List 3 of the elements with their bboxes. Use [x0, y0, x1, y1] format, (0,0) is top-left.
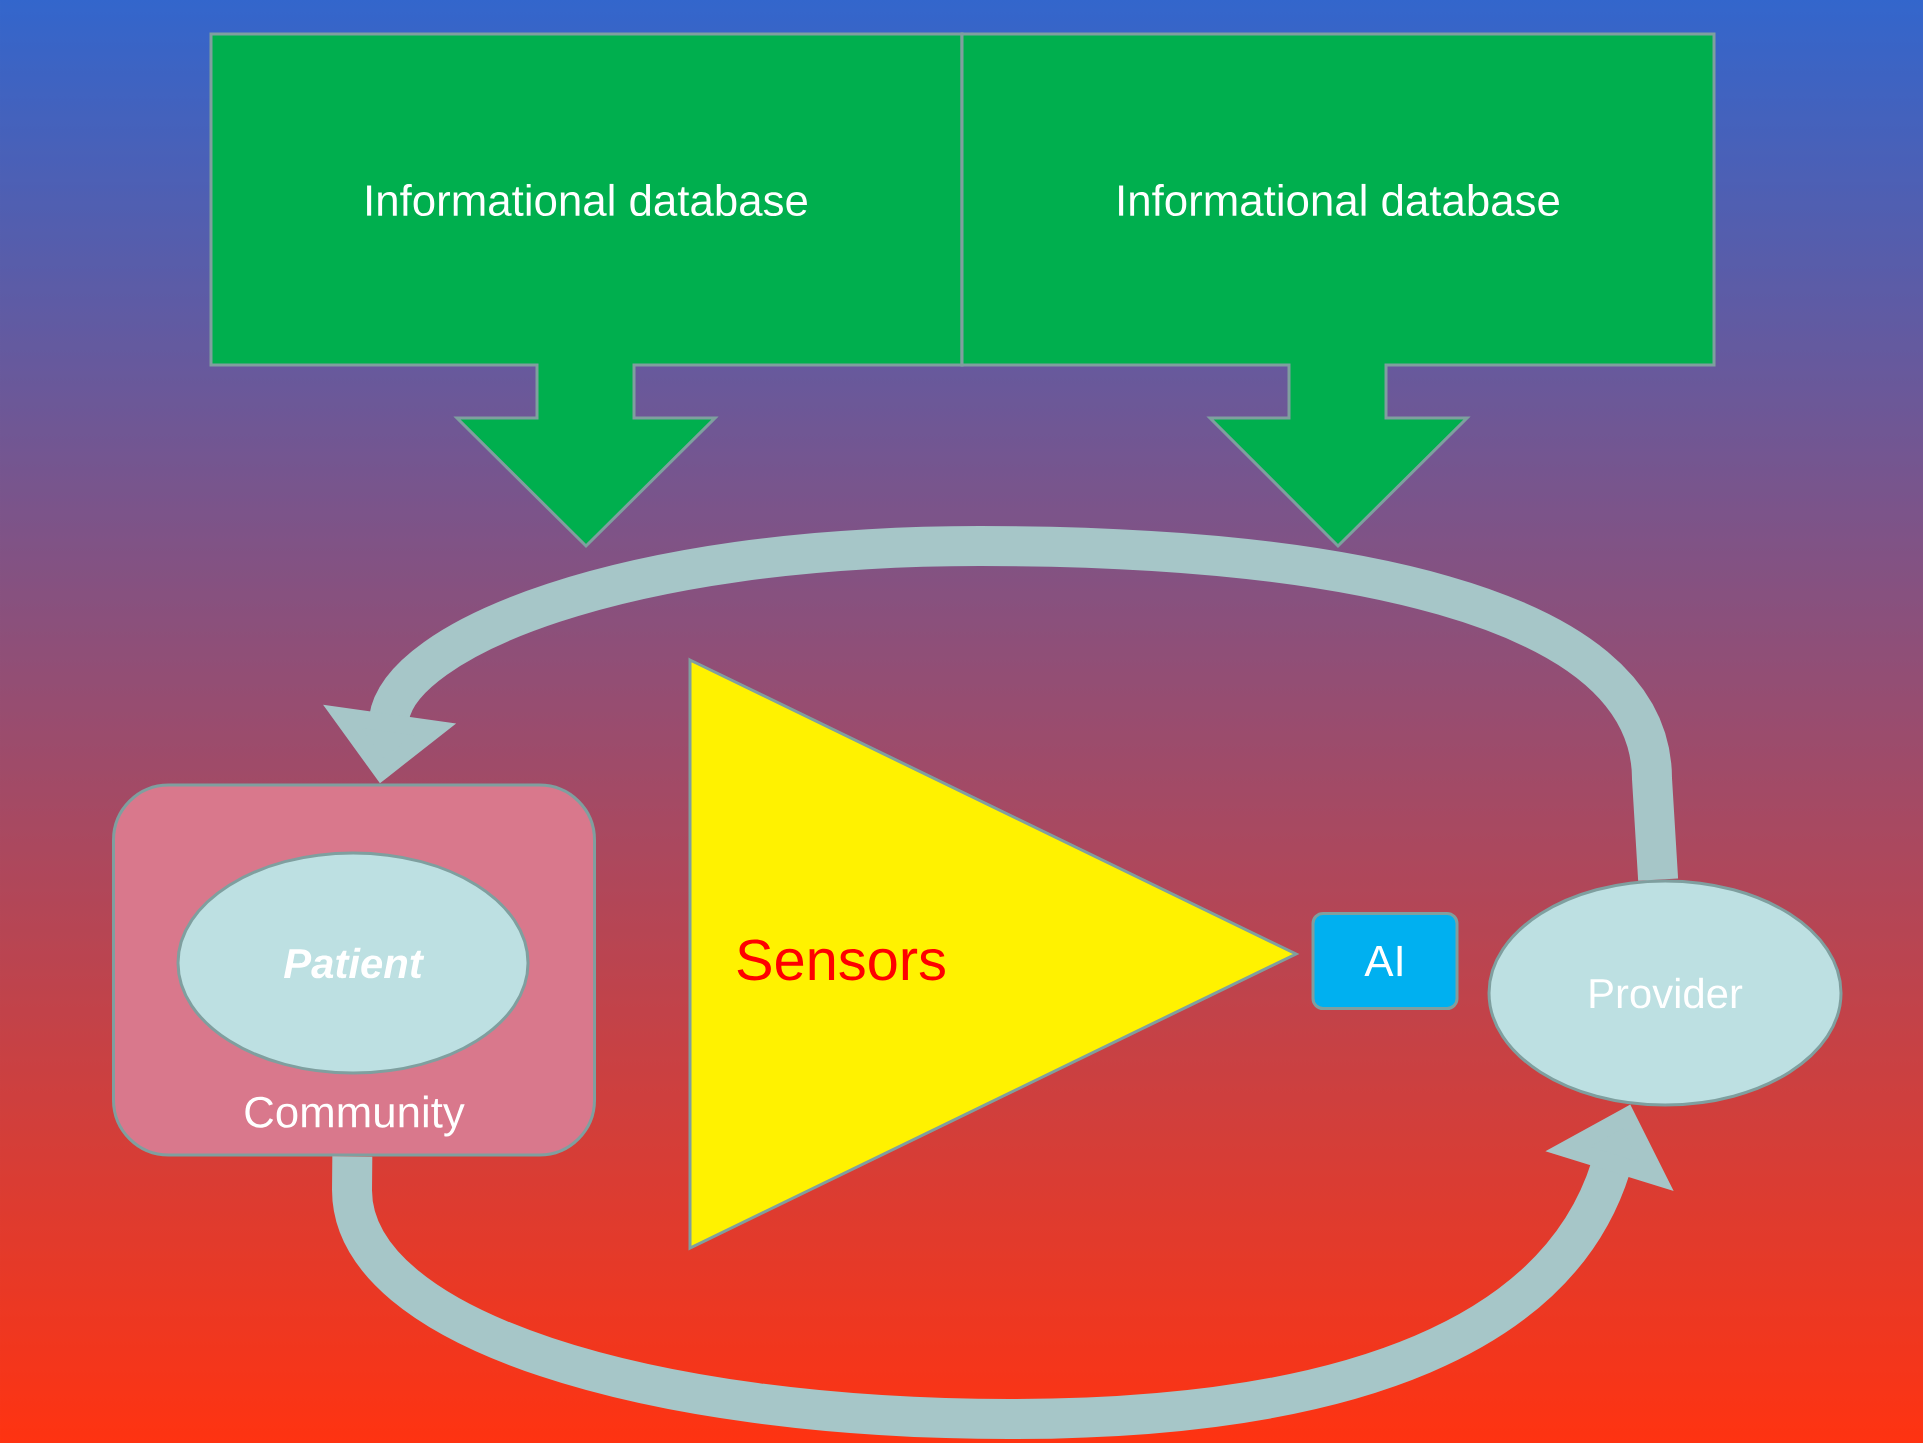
callout-box: Informational database: [209, 32, 964, 549]
ai-box: AI: [1311, 912, 1459, 1010]
callout-box: Informational database: [960, 32, 1716, 549]
